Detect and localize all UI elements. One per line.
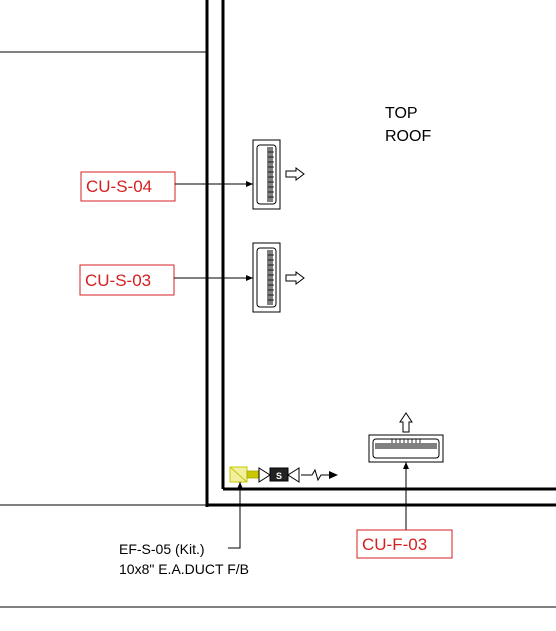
tag-ef-s-05[interactable]: EF-S-05 (Kit.) 10x8" E.A.DUCT F/B (119, 541, 249, 577)
fin-ticks (268, 151, 274, 198)
tag-cu-s-04[interactable]: CU-S-04 (80, 171, 176, 202)
unit-body (256, 247, 277, 308)
duct-segment (246, 470, 260, 479)
tag-cu-f-03[interactable]: CU-F-03 (356, 529, 453, 559)
leader-arrow-icon (237, 482, 243, 489)
tag-box (356, 529, 453, 559)
unit-fins (267, 147, 273, 202)
unit-fins (267, 250, 273, 305)
fin-ticks (391, 439, 421, 443)
wall-lines (0, 0, 556, 608)
leader-arrow-icon (403, 462, 409, 469)
tag-cu-s-03[interactable]: CU-S-03 (79, 264, 175, 296)
tag-line1: EF-S-05 (Kit.) (119, 541, 205, 557)
airflow-arrow-icon (399, 412, 413, 433)
tag-text: CU-S-04 (86, 177, 152, 196)
tag-box (80, 171, 176, 202)
damper-symbol: S (276, 471, 282, 481)
leader-cu-s-03 (174, 275, 253, 281)
tag-box (79, 264, 175, 296)
exhaust-line (301, 468, 330, 482)
damper-left-icon (258, 467, 271, 483)
fin-ticks (268, 254, 274, 301)
tag-text: CU-S-03 (85, 271, 151, 290)
leader-cu-f-03 (403, 462, 409, 530)
leader-arrow-icon (246, 181, 253, 187)
airflow-arrow-icon (285, 167, 305, 181)
leader-ef-s-05 (228, 482, 243, 549)
unit-body (256, 144, 277, 205)
exhaust-fan-ef-s-05[interactable]: S (229, 466, 338, 483)
room-label: TOP ROOF (385, 105, 431, 145)
damper-right-icon (287, 467, 300, 483)
exhaust-arrow-icon (329, 471, 338, 479)
tag-text: CU-F-03 (362, 535, 427, 554)
room-label-line2: ROOF (385, 128, 431, 145)
unit-fins (375, 443, 437, 449)
condensing-unit-cu-s-04[interactable] (252, 139, 305, 210)
leader-arrow-icon (246, 275, 253, 281)
duct-riser-diagonal (229, 466, 248, 483)
leader-cu-s-04 (175, 181, 253, 187)
condensing-unit-cu-f-03[interactable] (368, 412, 444, 463)
room-label-line1: TOP (385, 105, 418, 122)
airflow-arrow-icon (285, 271, 305, 285)
condensing-unit-cu-s-03[interactable] (252, 242, 305, 313)
tag-line2: 10x8" E.A.DUCT F/B (119, 561, 249, 577)
